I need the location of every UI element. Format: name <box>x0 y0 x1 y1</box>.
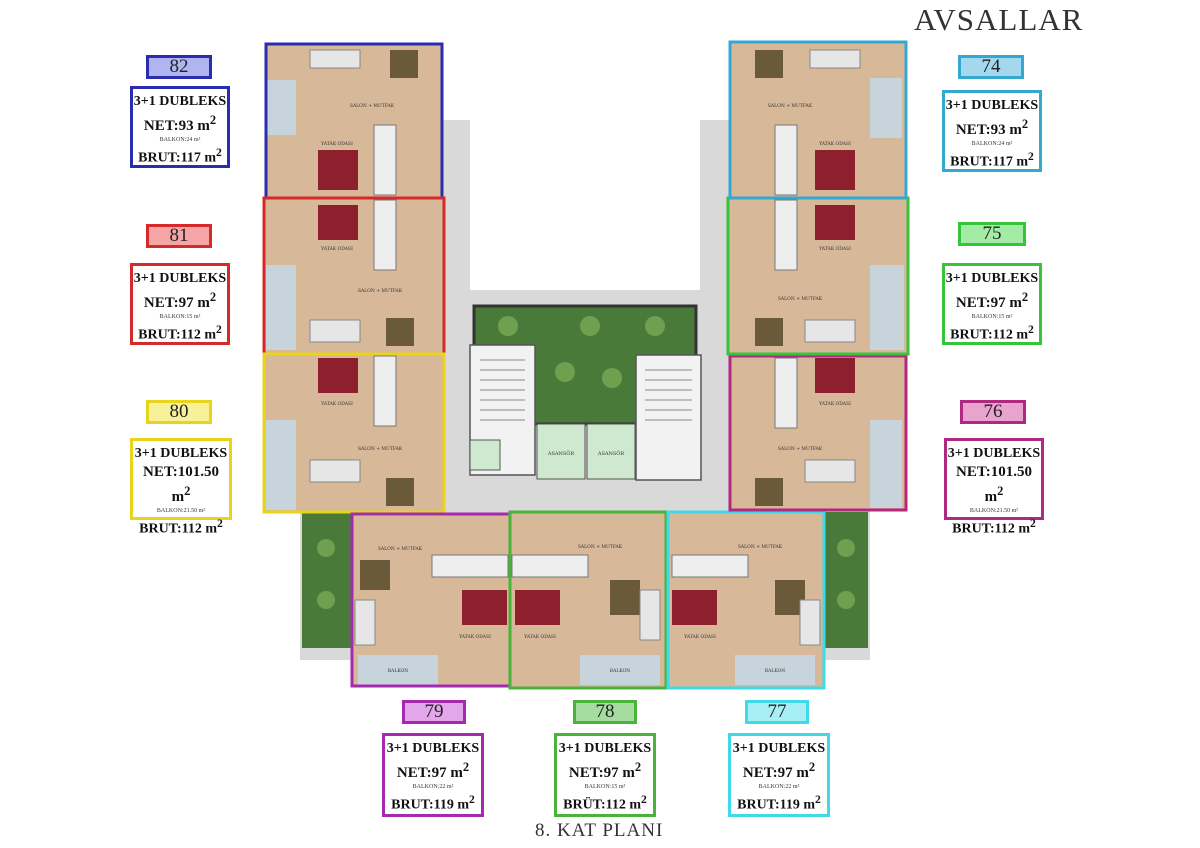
elevators: ASANSÖR ASANSÖR <box>536 423 636 480</box>
unit-82-number-badge: 82 <box>146 55 212 79</box>
gross-area: BRUT:119 m <box>391 797 470 813</box>
room-label: SALON + MUTFAK <box>350 103 395 109</box>
net-area: NET:97 m <box>396 765 463 781</box>
elevator-label: ASANSÖR <box>547 450 575 457</box>
gross-area: BRUT:117 m <box>950 154 1029 170</box>
unit-74-number-badge: 74 <box>958 55 1024 79</box>
net-area: NET:97 m <box>955 295 1022 311</box>
unit-type: 3+1 DUBLEKS <box>732 741 826 756</box>
room-label: YATAK ODASI <box>458 634 491 640</box>
room-label: SALON + MUTFAK <box>778 296 823 302</box>
net-area: NET:97 m <box>143 295 210 311</box>
unit-82-info-box: 3+1 DUBLEKS NET:93 m2 BALKON:24 m² BRUT:… <box>130 86 230 168</box>
room-label: SALON + MUTFAK <box>738 544 783 550</box>
net-area: NET:97 m <box>742 765 809 781</box>
balcony-area: BALKON:24 m² <box>159 137 201 143</box>
gross-area: BRÜT:112 m <box>563 797 642 813</box>
net-area: NET:101.50 m <box>143 464 219 505</box>
balcony-area: BALKON:22 m² <box>758 784 800 790</box>
room-label: SALON + MUTFAK <box>778 446 823 452</box>
unit-80-info-box: 3+1 DUBLEKS NET:101.50 m2 BALKON:21.50 m… <box>130 438 232 537</box>
room-label: SALON + MUTFAK <box>578 544 623 550</box>
net-area: NET:97 m <box>568 765 635 781</box>
unit-80-number-badge: 80 <box>146 400 212 424</box>
gross-area: BRUT:119 m <box>737 797 816 813</box>
unit-type: 3+1 DUBLEKS <box>133 94 227 109</box>
unit-type: 3+1 DUBLEKS <box>386 741 480 756</box>
gross-area: BRUT:117 m <box>138 150 217 166</box>
room-label: SALON + MUTFAK <box>768 103 813 109</box>
balcony-area: BALKON:15 m² <box>584 784 626 790</box>
room-label: YATAK ODASI <box>818 246 851 252</box>
garden-right <box>824 512 868 648</box>
unit-76-info-box: 3+1 DUBLEKS NET:101.50 m2 BALKON:21.50 m… <box>944 438 1044 537</box>
room-label: YATAK ODASI <box>683 634 716 640</box>
gross-area: BRUT:112 m <box>138 327 217 343</box>
unit-75-info-box: 3+1 DUBLEKS NET:97 m2 BALKON:15 m² BRUT:… <box>942 263 1042 345</box>
room-label: YATAK ODASI <box>818 141 851 147</box>
unit-77-plan: SALON + MUTFAK YATAK ODASI BALKON <box>666 510 826 690</box>
unit-79-plan: SALON + MUTFAK YATAK ODASI BALKON <box>350 512 512 688</box>
net-area: NET:93 m <box>955 122 1022 138</box>
garden-left <box>302 512 354 648</box>
room-label: YATAK ODASI <box>320 401 353 407</box>
stair-core-right <box>635 354 702 481</box>
unit-type: 3+1 DUBLEKS <box>133 271 227 286</box>
floor-plan-label: 8. KAT PLANI <box>535 820 664 841</box>
unit-74-plan: SALON + MUTFAK YATAK ODASI <box>728 40 908 200</box>
room-label: YATAK ODASI <box>818 401 851 407</box>
gross-area: BRUT:112 m <box>952 521 1031 537</box>
unit-type: 3+1 DUBLEKS <box>558 741 652 756</box>
unit-type: 3+1 DUBLEKS <box>134 446 228 461</box>
unit-type: 3+1 DUBLEKS <box>947 446 1041 461</box>
unit-80-plan: SALON + MUTFAK YATAK ODASI <box>262 352 446 514</box>
unit-78-plan: SALON + MUTFAK YATAK ODASI BALKON <box>508 510 668 690</box>
balcony-area: BALKON:15 m² <box>159 314 201 320</box>
unit-79-number-badge: 79 <box>402 700 466 724</box>
balcony-area: BALKON:15 m² <box>971 314 1013 320</box>
unit-74-info-box: 3+1 DUBLEKS NET:93 m2 BALKON:24 m² BRUT:… <box>942 90 1042 172</box>
unit-77-info-box: 3+1 DUBLEKS NET:97 m2 BALKON:22 m² BRUT:… <box>728 733 830 817</box>
unit-75-plan: SALON + MUTFAK YATAK ODASI <box>726 196 910 356</box>
unit-82-plan: SALON + MUTFAK YATAK ODASI <box>264 42 444 200</box>
room-label: YATAK ODASI <box>523 634 556 640</box>
room-label: BALKON <box>388 668 408 674</box>
net-area: NET:93 m <box>143 118 210 134</box>
elevator-label: ASANSÖR <box>597 450 625 457</box>
unit-78-info-box: 3+1 DUBLEKS NET:97 m2 BALKON:15 m² BRÜT:… <box>554 733 656 817</box>
unit-76-plan: SALON + MUTFAK YATAK ODASI <box>728 354 908 512</box>
project-title: AVSALLAR <box>914 2 1084 37</box>
balcony-area: BALKON:21.50 m² <box>156 508 206 514</box>
unit-75-number-badge: 75 <box>958 222 1026 246</box>
room-label: SALON + MUTFAK <box>358 446 403 452</box>
room-label: SALON + MUTFAK <box>358 288 403 294</box>
unit-79-info-box: 3+1 DUBLEKS NET:97 m2 BALKON:22 m² BRUT:… <box>382 733 484 817</box>
unit-81-info-box: 3+1 DUBLEKS NET:97 m2 BALKON:15 m² BRUT:… <box>130 263 230 345</box>
balcony-area: BALKON:21.50 m² <box>969 508 1019 514</box>
room-label: BALKON <box>610 668 630 674</box>
net-area: NET:101.50 m <box>956 464 1032 505</box>
room-label: YATAK ODASI <box>320 246 353 252</box>
unit-78-number-badge: 78 <box>573 700 637 724</box>
room-label: YATAK ODASI <box>320 141 353 147</box>
room-label: SALON + MUTFAK <box>378 546 423 552</box>
balcony-area: BALKON:22 m² <box>412 784 454 790</box>
unit-type: 3+1 DUBLEKS <box>945 98 1039 113</box>
stair-core-left <box>469 344 536 476</box>
unit-type: 3+1 DUBLEKS <box>945 271 1039 286</box>
gross-area: BRUT:112 m <box>139 521 218 537</box>
balcony-area: BALKON:24 m² <box>971 141 1013 147</box>
unit-81-number-badge: 81 <box>146 224 212 248</box>
unit-81-plan: SALON + MUTFAK YATAK ODASI <box>262 196 446 356</box>
room-label: BALKON <box>765 668 785 674</box>
gross-area: BRUT:112 m <box>950 327 1029 343</box>
unit-77-number-badge: 77 <box>745 700 809 724</box>
unit-76-number-badge: 76 <box>960 400 1026 424</box>
